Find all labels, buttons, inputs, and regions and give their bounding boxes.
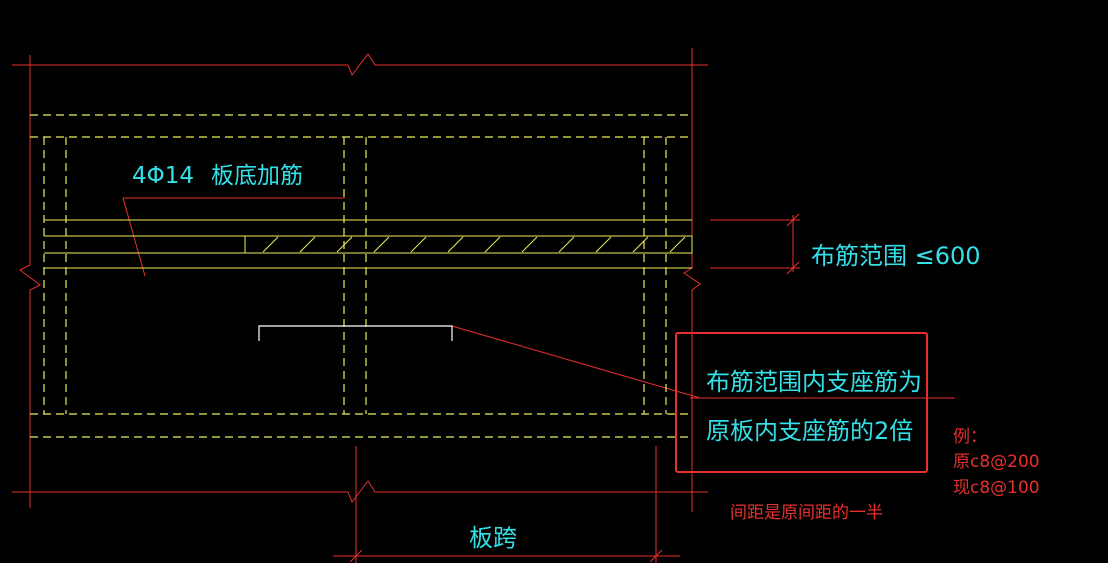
dashed-slab-edges [30, 114, 692, 438]
example-current: 现c8@100 [953, 478, 1040, 498]
span-tick-right [649, 549, 663, 563]
rebar-spec-label: 4Φ14 [132, 163, 194, 189]
range-dim-tick-top [786, 213, 800, 227]
range-dim-tick-bottom [786, 261, 800, 275]
note-leader [451, 325, 701, 399]
left-vertical-line [19, 55, 41, 508]
dimension-lines [12, 48, 955, 563]
right-vertical-line [683, 48, 701, 512]
example-title: 例： [953, 427, 987, 447]
range-label: 布筋范围 ≤600 [811, 242, 981, 270]
support-bar-symbol [258, 325, 453, 341]
added-rebar-hatching [262, 236, 686, 253]
note-box [675, 332, 928, 473]
note-line-2: 原板内支座筋的2倍 [706, 417, 913, 445]
spacing-note: 间距是原间距的一半 [730, 503, 883, 523]
rebar-desc-label: 板底加筋 [211, 163, 303, 189]
bottom-dimension-line [12, 480, 708, 504]
span-label: 板跨 [469, 524, 517, 552]
span-tick-left [349, 549, 363, 563]
example-original: 原c8@200 [953, 452, 1040, 472]
rebar-lines [44, 219, 693, 269]
rebar-leader-diagonal [122, 197, 146, 277]
added-rebar-band [244, 235, 693, 254]
note-line-1: 布筋范围内支座筋为 [706, 368, 922, 396]
top-dimension-line [12, 53, 708, 77]
